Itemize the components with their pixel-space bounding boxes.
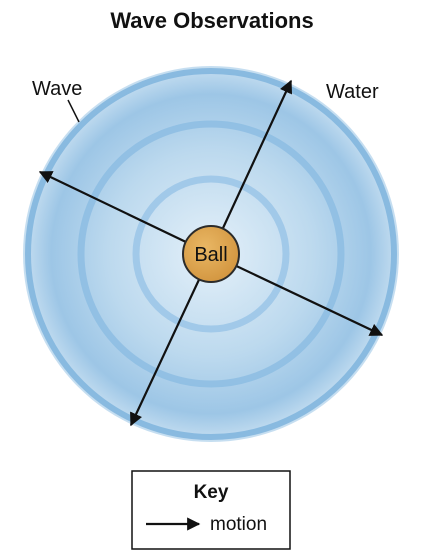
arrow-left <box>38 171 212 255</box>
key-border <box>131 470 291 550</box>
arrow-down-left <box>130 253 212 427</box>
key-title: Key <box>194 482 229 503</box>
wave-ring-middle <box>77 120 345 388</box>
water-label: Water <box>326 81 379 103</box>
wave-ring-inner <box>132 175 290 333</box>
wave-rings <box>25 68 397 440</box>
wave-leader-line <box>67 99 80 123</box>
wave-ring-outer <box>25 68 397 440</box>
ball <box>182 225 240 283</box>
arrow-up-right <box>210 79 293 255</box>
key-box: Key motion <box>131 470 291 550</box>
key-motion-label: motion <box>210 514 267 535</box>
diagram-title: Wave Observations <box>110 8 313 33</box>
wave-label: Wave <box>32 78 82 100</box>
ball-label: Ball <box>194 244 227 266</box>
motion-arrows <box>38 79 384 427</box>
arrow-down-right <box>210 253 384 336</box>
